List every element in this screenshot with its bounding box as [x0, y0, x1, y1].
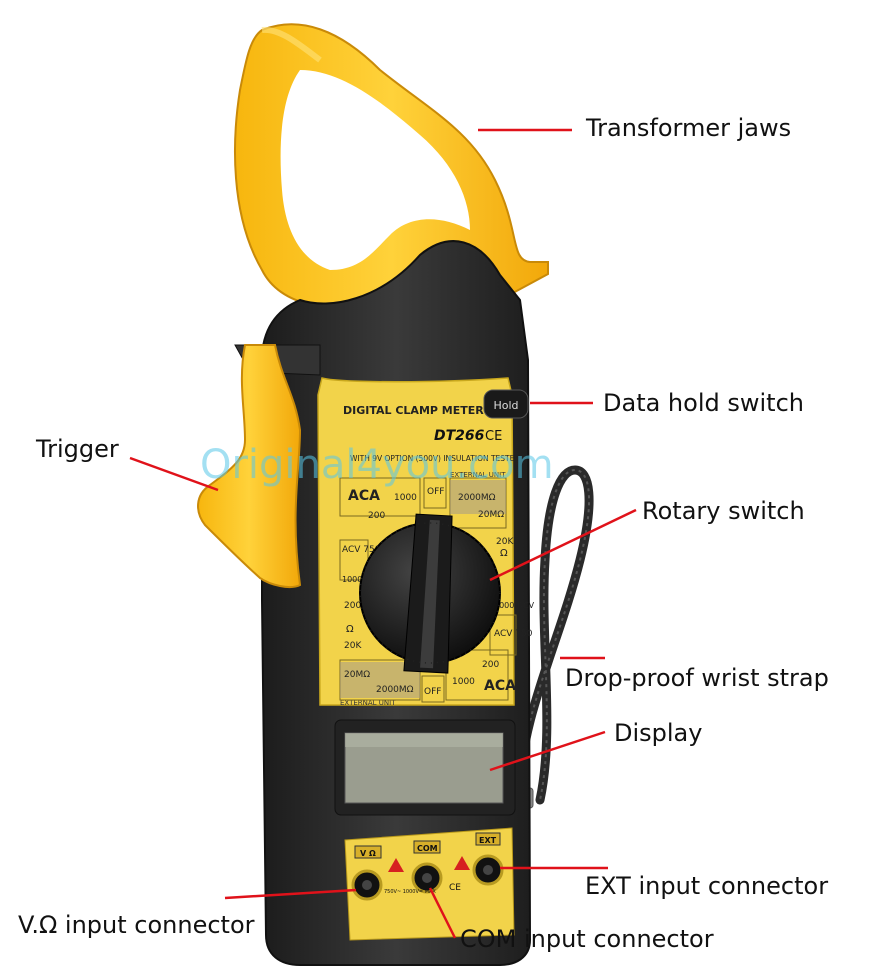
callout-display: Display	[614, 719, 703, 747]
callout-wrist-strap: Drop-proof wrist strap	[565, 664, 829, 692]
vohm-label: V Ω	[360, 849, 376, 858]
panel-subtitle: WITH 9V OPTION (500V) INSULATION TESTER	[350, 454, 520, 463]
label-aca-left: ACA	[348, 488, 380, 504]
callout-data-hold-switch: Data hold switch	[603, 389, 804, 417]
label-20k-left: 20K	[344, 641, 362, 651]
leader-lines	[129, 128, 637, 939]
label-200-bottom: 200	[482, 660, 499, 670]
label-1000-top: 1000	[394, 493, 417, 503]
external-unit-bottom: EXTERNAL UNIT	[340, 699, 396, 707]
brand-line: DIGITAL CLAMP METER	[343, 404, 484, 417]
label-acv750-left: ACV 750	[342, 545, 381, 555]
ext-label: EXT	[479, 836, 497, 845]
label-2000mohm-top: 2000MΩ	[458, 493, 496, 503]
callout-com-input-connector: COM input connector	[460, 925, 714, 953]
label-ohm-top: Ω	[500, 548, 508, 559]
dial-labels: ACA OFF 1000 200 2000MΩ 20MΩ 20K Ω ACV 7…	[342, 487, 535, 697]
label-ohm-left: Ω	[346, 624, 354, 635]
leader-trigger	[129, 456, 219, 492]
callout-ext-input-connector: EXT input connector	[585, 872, 829, 900]
label-dcv1000-right: 1000 DCV	[494, 601, 535, 610]
jack-panel: V Ω COM EXT 750V~ 1000V= MAX CE	[344, 827, 515, 941]
leader-display	[489, 730, 606, 772]
hold-button: Hold	[483, 389, 529, 419]
lcd-display	[334, 719, 516, 816]
label-off-top: OFF	[427, 487, 444, 497]
watermark-text: Original4you.com	[200, 442, 554, 488]
label-2000mohm-bottom: 2000MΩ	[376, 685, 414, 695]
rotary-switch	[359, 513, 501, 674]
trigger	[197, 344, 302, 588]
leader-vohm	[224, 888, 357, 900]
panel-text: DIGITAL CLAMP METER DT266 CE WITH 9V OPT…	[340, 404, 520, 707]
label-20mohm-bottom: 20MΩ	[344, 670, 370, 680]
com-label: COM	[417, 844, 438, 853]
external-unit-top: EXTERNAL UNIT	[450, 471, 506, 479]
callout-rotary-switch: Rotary switch	[642, 497, 805, 525]
label-20mohm-top: 20MΩ	[478, 510, 504, 520]
ce-small: CE	[449, 883, 461, 893]
model-label: DT266	[434, 428, 485, 444]
label-20k-top: 20K	[496, 537, 514, 547]
transformer-jaws	[234, 23, 549, 306]
callout-trigger: Trigger	[36, 435, 119, 463]
label-off-bottom: OFF	[424, 687, 441, 697]
leader-rotary	[489, 508, 637, 582]
callout-vohm-input-connector: V.Ω input connector	[18, 911, 255, 939]
label-aca-right: ACA	[484, 678, 516, 694]
label-acv750-right: ACV 750	[494, 629, 533, 639]
rating-label: 750V~ 1000V= MAX	[384, 889, 436, 895]
range-regions	[339, 477, 517, 703]
label-200-top: 200	[368, 511, 385, 521]
hold-label: Hold	[493, 399, 518, 412]
label-1000-bottom: 1000	[452, 677, 475, 687]
leader-com	[428, 887, 457, 939]
callout-transformer-jaws: Transformer jaws	[586, 114, 792, 142]
ce-mark: CE	[485, 429, 502, 444]
label-200-left: 200	[344, 601, 361, 611]
